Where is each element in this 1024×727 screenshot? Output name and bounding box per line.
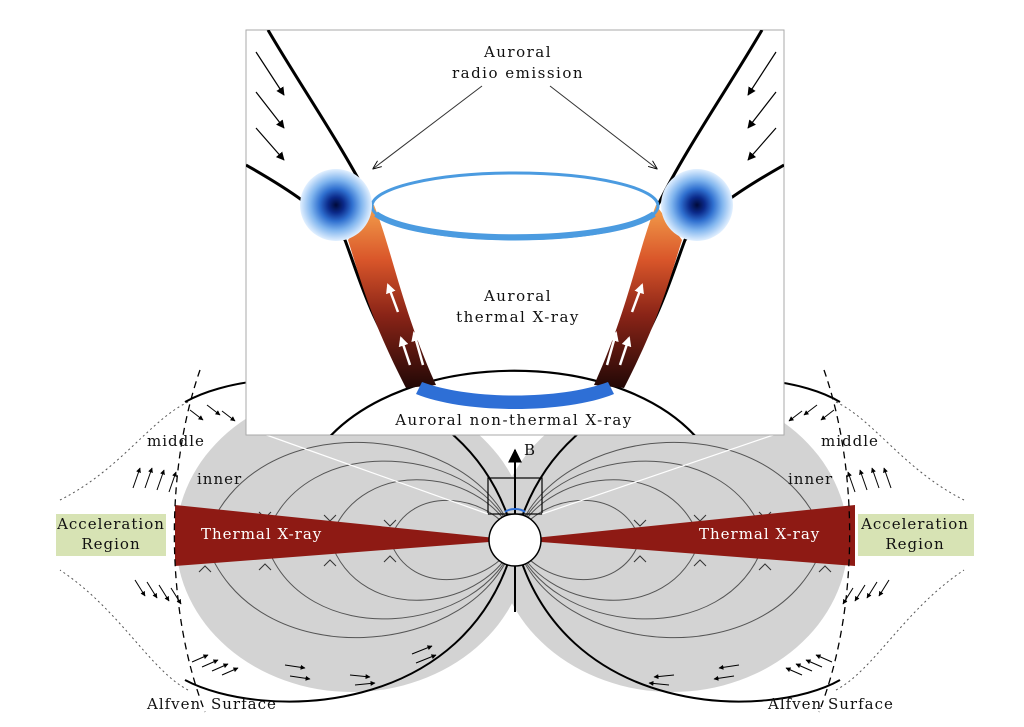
label-accel-right-2: Region (885, 535, 944, 553)
flow-arrows-left (132, 404, 437, 686)
inflow-arrows-right (747, 51, 777, 161)
accel-region-left-box (56, 514, 166, 556)
accel-region-right-box (858, 514, 974, 556)
label-nonthermal: Auroral non-thermal X-ray (394, 411, 633, 429)
label-inner-left: inner (197, 470, 242, 488)
accel-envelope-left (59, 401, 189, 691)
inset-panel: Auroral radio emission Auroral thermal X… (245, 29, 785, 436)
label-b: B (524, 441, 536, 459)
label-thermal-2: thermal X-ray (456, 308, 580, 326)
nonthermal-band (416, 382, 614, 409)
label-alfven-left-1: Alfven (146, 695, 201, 713)
label-thermal-1: Auroral (483, 287, 552, 305)
label-alfven-right-1: Alfven (767, 695, 822, 713)
radio-ring-front (374, 211, 656, 241)
label-radio-1: Auroral (483, 43, 552, 61)
label-inner-right: inner (788, 470, 833, 488)
label-thermal-right: Thermal X-ray (699, 525, 820, 543)
label-middle-left: middle (147, 432, 205, 450)
flow-arrows-right (648, 404, 892, 686)
zoom-line-right (541, 431, 783, 515)
thermal-band-right (515, 505, 855, 566)
label-accel-left-2: Region (81, 535, 140, 553)
radio-pointer-left (374, 85, 483, 168)
radio-blob-right (661, 169, 733, 241)
accel-envelope-right (835, 401, 965, 691)
magnetosphere-lower: B middle middle inner inner Thermal X-ra… (56, 369, 974, 713)
thermal-band-left (175, 505, 515, 566)
label-alfven-left-2: Surface (211, 695, 277, 713)
zoom-box (487, 477, 543, 515)
radio-pointer-right (549, 85, 656, 168)
outer-boundary-right-bottom (514, 539, 841, 703)
stellar-limb (329, 369, 696, 435)
label-accel-left-1: Acceleration (56, 515, 165, 533)
upflow-arrows-left (386, 283, 425, 366)
label-alfven-right-2: Surface (828, 695, 894, 713)
central-star (488, 513, 542, 567)
zoom-cap (504, 508, 526, 513)
radio-blob-left (300, 169, 372, 241)
label-middle-right: middle (821, 432, 879, 450)
alfven-surface-left (173, 369, 206, 713)
outer-boundary-left-bottom (184, 539, 516, 703)
label-thermal-left: Thermal X-ray (201, 525, 322, 543)
inflow-arrows-left (255, 51, 285, 161)
label-accel-right-1: Acceleration (860, 515, 969, 533)
zoom-line-left (257, 431, 489, 515)
alfven-surface-right (818, 369, 851, 713)
label-radio-2: radio emission (452, 64, 584, 82)
upflow-arrows-right (605, 283, 644, 366)
